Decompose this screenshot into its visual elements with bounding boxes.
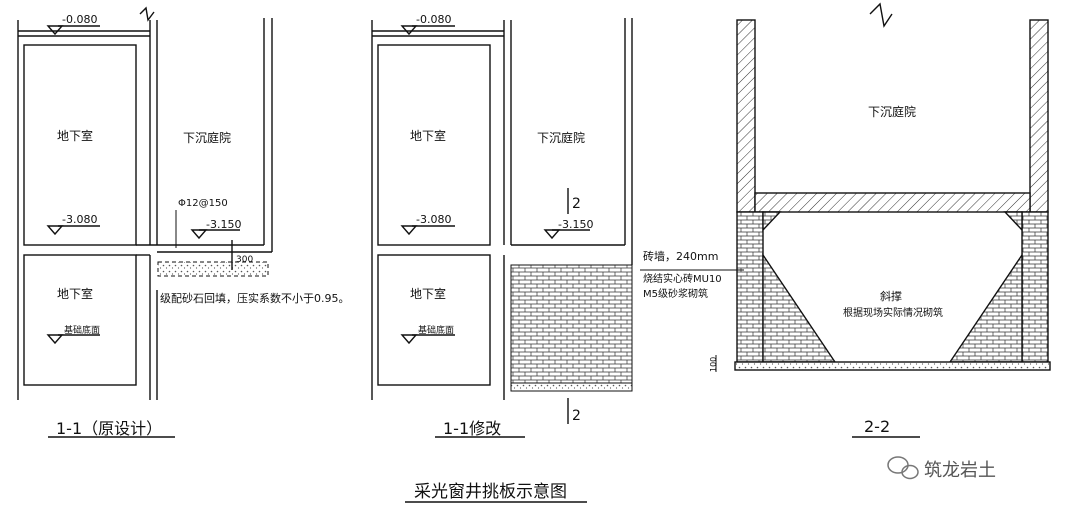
elev-a-court: -3.150 [206,218,241,231]
wall-note-3: M5级砂浆砌筑 [643,287,708,300]
caption-b: 1-1修改 [443,419,501,438]
room-b-upper: 地下室 [410,128,446,143]
cut-mark-top: 2 [572,196,581,212]
backfill-note: 级配砂石回填，压实系数不小于0.95。 [160,291,350,305]
slope-label: 斜撑 [880,289,902,303]
rebar-label: Φ12@150 [178,198,228,209]
watermark-text: 筑龙岩土 [924,460,996,481]
foundation-a: 基础底面 [64,324,100,336]
slope-note: 根据现场实际情况砌筑 [843,306,943,319]
wall-note-1: 砖墙，240mm [643,249,718,263]
elev-a-mid: -3.080 [62,213,97,226]
slab-dim: 300 [236,255,253,265]
section-a [17,6,273,400]
elev-a-top: -0.080 [62,13,97,26]
court-c: 下沉庭院 [868,104,916,119]
court-b: 下沉庭院 [537,130,585,145]
elev-b-top: -0.080 [416,13,451,26]
cut-mark-bottom: 2 [572,408,581,424]
room-b-lower: 地下室 [410,286,446,301]
caption-c: 2-2 [864,417,890,436]
court-a: 下沉庭院 [183,130,231,145]
wall-note-2: 烧结实心砖MU10 [643,272,722,285]
caption-a: 1-1（原设计） [56,419,162,438]
drawing-title: 采光窗井挑板示意图 [414,482,567,502]
room-a-upper: 地下室 [57,128,93,143]
dim-c: 100 [709,357,718,372]
elev-b-mid: -3.080 [416,213,451,226]
foundation-b: 基础底面 [418,324,454,336]
section-c [640,2,1051,372]
elev-b-court: -3.150 [558,218,593,231]
room-a-lower: 地下室 [57,286,93,301]
section-b [371,18,633,400]
wechat-icon [887,456,919,480]
